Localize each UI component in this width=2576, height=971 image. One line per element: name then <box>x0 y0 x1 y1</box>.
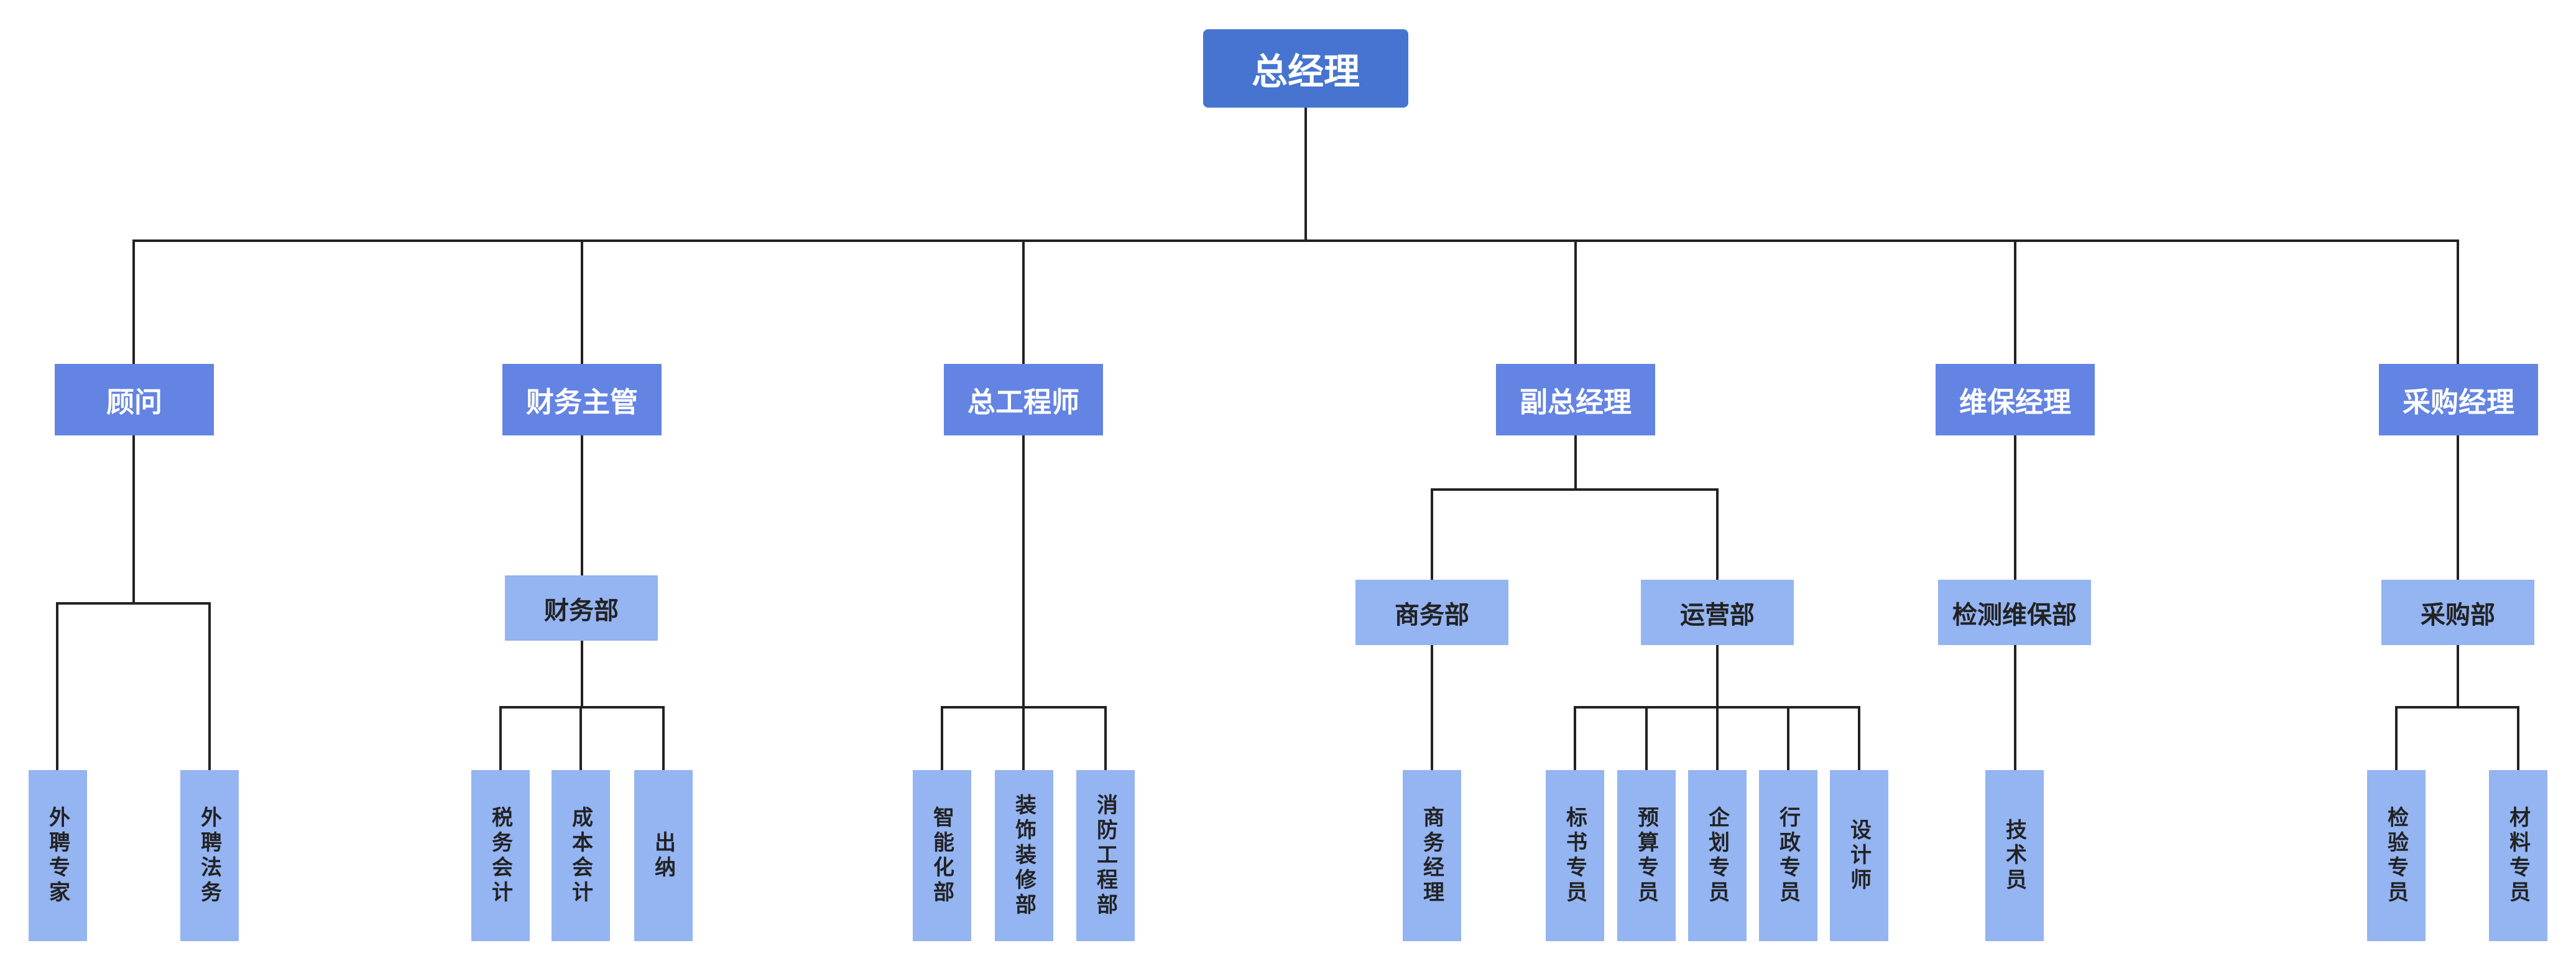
leaf-technician: 技术员 <box>1985 770 2044 941</box>
leaf-planning-specialist: 企划专员 <box>1688 770 1747 941</box>
leaf-materials-specialist: 材料专员 <box>2489 770 2547 941</box>
leaf-tax-accountant: 税务会计 <box>471 770 530 941</box>
node-procurement-manager: 采购经理 <box>2379 364 2538 435</box>
leaf-fire-engineering-dept: 消防工程部 <box>1076 770 1135 941</box>
leaf-decoration-dept: 装饰装修部 <box>995 770 1053 941</box>
leaf-bid-specialist: 标书专员 <box>1546 770 1604 941</box>
node-finance-dept: 财务部 <box>505 575 658 641</box>
node-maintenance-manager: 维保经理 <box>1936 364 2095 435</box>
node-general-manager: 总经理 <box>1203 29 1408 108</box>
leaf-designer: 设计师 <box>1830 770 1888 941</box>
node-procurement-dept: 采购部 <box>2381 580 2534 645</box>
node-inspection-maintenance-dept: 检测维保部 <box>1938 580 2091 645</box>
node-advisor: 顾问 <box>55 364 214 435</box>
leaf-admin-specialist: 行政专员 <box>1759 770 1817 941</box>
leaf-external-legal: 外聘法务 <box>180 770 239 941</box>
node-operations-dept: 运营部 <box>1641 580 1794 645</box>
node-business-dept: 商务部 <box>1355 580 1508 645</box>
node-chief-engineer: 总工程师 <box>944 364 1103 435</box>
leaf-budget-specialist: 预算专员 <box>1617 770 1676 941</box>
leaf-business-manager: 商务经理 <box>1403 770 1461 941</box>
leaf-inspection-specialist: 检验专员 <box>2367 770 2426 941</box>
leaf-intelligent-dept: 智能化部 <box>913 770 971 941</box>
leaf-cashier: 出纳 <box>634 770 693 941</box>
leaf-cost-accountant: 成本会计 <box>552 770 610 941</box>
node-deputy-general-manager: 副总经理 <box>1496 364 1655 435</box>
node-finance-supervisor: 财务主管 <box>502 364 662 435</box>
leaf-external-expert: 外聘专家 <box>29 770 87 941</box>
